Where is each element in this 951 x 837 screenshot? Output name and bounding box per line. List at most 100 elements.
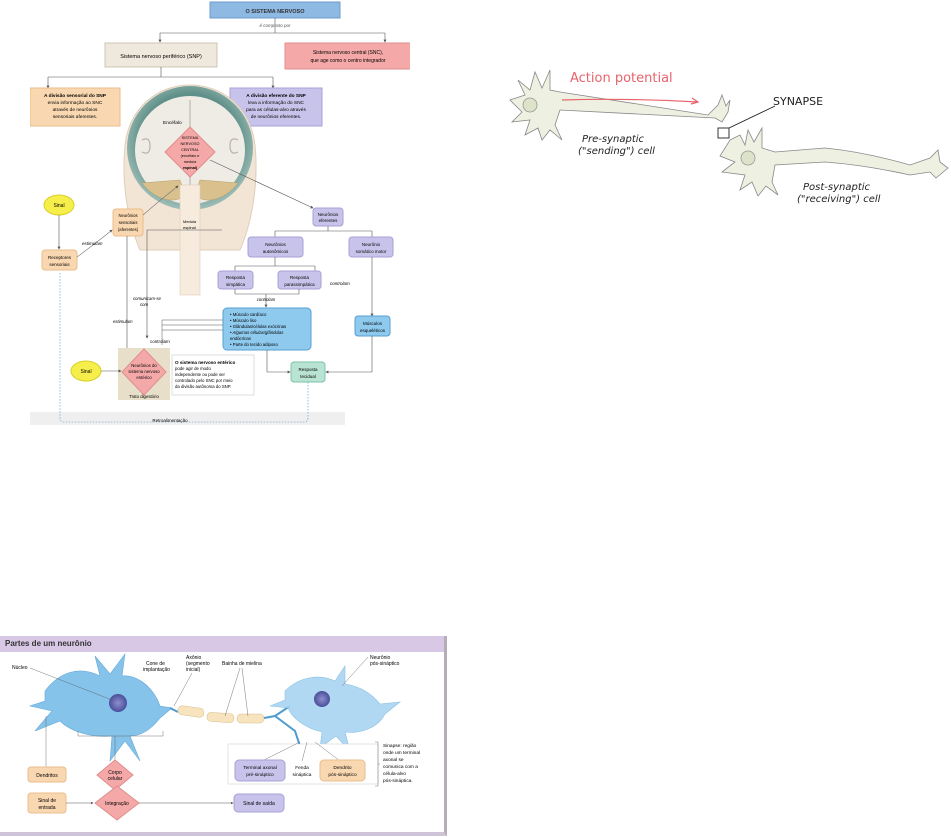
enteric-note-line-4: controlado pelo SNC por meio [175, 378, 233, 383]
digestive-tract-label: Trato digestório [129, 394, 159, 399]
comunicam-line-1: comunicam-se [133, 296, 162, 301]
sensory-division-line-1: A divisão sensorial do SNP [44, 93, 107, 99]
cone-label-line-2: implantação [143, 667, 170, 673]
post-synaptic-neuron [719, 126, 949, 197]
enteric-note-line-5: da divisão autônoma do SNP. [175, 384, 231, 389]
synapse-note-line-1: Sinapse: região [383, 743, 417, 749]
cns-diamond [164, 126, 216, 178]
estimulam-label-1: estimulam [82, 241, 103, 246]
sensory-division-line-2: envia informação ao SNC [48, 100, 103, 106]
axon-label-line-1: Axônio [186, 655, 202, 661]
enteric-neurons-diamond [121, 348, 167, 396]
target-item-2: • Músculo liso [230, 318, 257, 323]
input-signal-line-2: entrada [39, 805, 56, 811]
neuron-parts-title: Partes de um neurônio [0, 636, 444, 652]
autonomic-neurons-line-2: autonômicos [263, 249, 289, 254]
efferent-neurons-line-1: Neurônios [318, 212, 339, 217]
feedback-label: Retroalimentação [152, 418, 188, 423]
postsynaptic-dendrite-line-2: pós-sináptico [328, 772, 357, 778]
enteric-note-line-1: O sistema nervoso entérico [175, 360, 235, 365]
head-illustration [123, 84, 257, 296]
neuron-parts-figure: Partes de um neurônio [0, 636, 447, 836]
synapse-label: SYNAPSE [773, 95, 823, 108]
cns-line-6: espinal) [183, 166, 198, 170]
autonomic-neurons-line-1: Neurônios [265, 242, 286, 247]
cns-line-1: SISTEMA [182, 136, 199, 140]
action-potential-arrow [561, 98, 699, 103]
enteric-note-box [171, 354, 255, 396]
cns-line-3: CENTRAL [181, 148, 199, 152]
target-item-5: endócrinas [230, 336, 252, 341]
output-signal-label: Sinal de saída [243, 801, 275, 807]
postsynaptic-label-line-1: Neurônio [370, 655, 391, 661]
snc-line-2: que age como o centro integrador [310, 58, 385, 64]
synapse-note-line-2: onde um terminal [383, 750, 420, 756]
neuron-parts-diagram: Núcleo Cone de implantação Axônio (segme… [12, 652, 420, 821]
controlam-label-2: controlam [330, 281, 350, 286]
synaptic-cleft-line-1: Fenda [295, 765, 309, 771]
axon-label-line-2: (segmento [186, 661, 210, 667]
encefalo-label: Encéfalo [163, 120, 182, 126]
sensory-neurons-line-3: (aferentes) [118, 227, 139, 232]
snc-line-1: Sistema nervoso central (SNC), [313, 50, 383, 56]
sensory-neurons-line-2: sensoriais [119, 220, 138, 225]
enteric-note-line-3: independente ou pode ser [175, 372, 226, 377]
axon-label-line-3: inicial) [186, 667, 201, 673]
nucleus [109, 694, 127, 712]
cone-label-line-1: Cone de [146, 661, 165, 667]
signal-bottom-label: Sinal [80, 369, 91, 375]
post-synaptic-nucleus [740, 150, 756, 166]
nervous-system-figure: O SISTEMA NERVOSO é composto por Sistema… [29, 0, 412, 425]
receptors-line-1: Receptores [48, 255, 72, 260]
integration-diamond [94, 785, 140, 821]
sensory-division-box [29, 87, 121, 127]
autonomic-neurons-box [247, 236, 304, 258]
postsynaptic-label-line-2: pós-sináptico [370, 661, 400, 667]
estimulam-label-2: estimulam [113, 319, 133, 324]
controlam-label-1: controlam [257, 297, 276, 302]
presynaptic-terminal-box [234, 759, 286, 782]
enteric-line-1: Neurônios do [131, 363, 157, 368]
feedback-path [59, 272, 309, 423]
presynaptic-terminal-line-2: pré-sináptico [246, 772, 274, 778]
sensory-neurons-box [112, 208, 144, 237]
cns-line-5: medula [184, 160, 197, 164]
efferent-neurons-line-2: eferentes [319, 218, 339, 223]
output-signal-box [233, 793, 285, 813]
parasympathetic-line-1: Resposta [290, 275, 310, 280]
target-item-6: • Parte do tecido adiposo [230, 342, 278, 347]
dendrites-label: Dendritos [36, 773, 58, 779]
dendrites-box [27, 766, 67, 783]
parasympathetic-response-box [277, 270, 322, 290]
snp-text: Sistema nervoso periférico (SNP) [120, 54, 202, 60]
cns-line-4: (encéfalo e [181, 154, 200, 158]
myelin-sheath [177, 705, 265, 724]
synapse-sketch-figure: Action potential SYNAPSE Pre-synaptic ("… [490, 40, 950, 210]
signal-top-label: Sinal [53, 203, 64, 209]
synapse-marker-box [717, 127, 730, 139]
parasympathetic-line-2: parassimpática [284, 282, 315, 287]
efferent-division-line-2: leva a informação do SNC [248, 100, 305, 106]
skeletal-muscles-line-1: Músculos [363, 321, 383, 326]
sympathetic-response-box [217, 270, 254, 290]
nervous-system-diagram: O SISTEMA NERVOSO é composto por Sistema… [29, 1, 412, 425]
presynaptic-neuron-body [28, 652, 173, 763]
action-potential-label: Action potential [570, 71, 673, 86]
synapse-note-line-5: célula-alvo [383, 771, 406, 777]
target-item-4: • Algumas células/glândulas [230, 330, 284, 335]
presynaptic-terminal-line-1: Terminal axonal [243, 765, 277, 771]
tissue-response-box [290, 361, 326, 383]
receptors-box [41, 249, 78, 271]
integration-label: Integração [105, 801, 129, 807]
synapse-sketch: Action potential SYNAPSE Pre-synaptic ("… [509, 69, 949, 205]
cns-line-2: NERVOSO [181, 142, 200, 146]
synapse-pointer-line [728, 105, 776, 129]
enteric-line-2: sistema nervoso [128, 369, 160, 374]
efferent-division-line-4: de neurônios eferentes. [251, 114, 301, 120]
title-text: O SISTEMA NERVOSO [246, 9, 306, 15]
skeletal-muscles-box [354, 315, 391, 337]
postsynaptic-neuron-body [269, 665, 401, 752]
sympathetic-line-1: Resposta [226, 275, 246, 280]
input-signal-line-1: Sinal de [38, 798, 56, 804]
synapse-note-line-6: pós-sináptica. [383, 778, 413, 784]
